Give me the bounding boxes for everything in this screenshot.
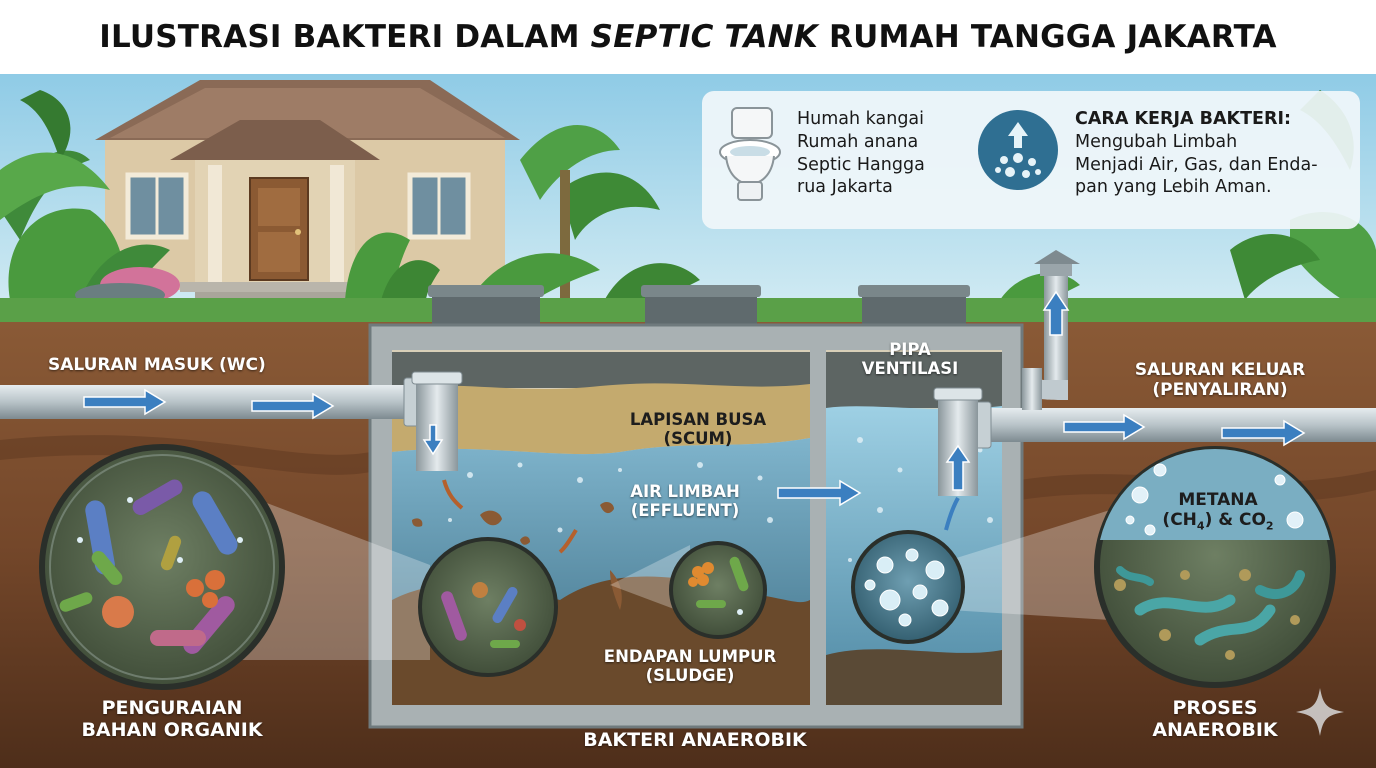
magnifier-sludge-bacteria <box>418 537 558 677</box>
outlet-pipe <box>933 387 1376 496</box>
house <box>95 80 520 300</box>
magnifier-gas-bubbles <box>851 530 965 644</box>
magnifier-decomposition <box>39 444 285 690</box>
title-bar: ILUSTRASI BAKTERI DALAM SEPTIC TANK RUMA… <box>0 0 1376 74</box>
inlet-pipe <box>0 371 463 471</box>
sludge-layer-2 <box>826 649 1002 705</box>
magnifier-effluent-bacteria <box>669 541 767 639</box>
label-sludge: ENDAPAN LUMPUR (SLUDGE) <box>603 647 777 686</box>
septic-tank-illustration <box>0 74 1376 768</box>
settling-arrows <box>442 479 960 554</box>
flow-arrows <box>83 290 1306 507</box>
info-right-text: CARA KERJA BAKTERI: Mengubah Limbah Menj… <box>1075 109 1318 198</box>
label-vent: PIPA VENTILASI <box>861 340 959 379</box>
sparkle-icon <box>1296 688 1344 736</box>
label-outlet: SALURAN KELUAR (PENYALIRAN) <box>1134 360 1306 401</box>
info-left-text: Humah kangai Rumah anana Septic Hangga r… <box>797 109 925 198</box>
vent-pipe <box>1022 250 1080 410</box>
organic-debris <box>412 502 622 610</box>
scum-layer <box>392 383 810 455</box>
label-scum: LAPISAN BUSA (SCUM) <box>629 410 767 449</box>
magnifier-methane <box>1094 446 1336 688</box>
page-title: ILUSTRASI BAKTERI DALAM SEPTIC TANK RUMA… <box>99 19 1277 55</box>
label-effluent: AIR LIMBAH (EFFLUENT) <box>630 482 740 521</box>
label-inlet: SALURAN MASUK (WC) <box>48 355 266 375</box>
label-anaerobic-bacteria: BAKTERI ANAEROBIK <box>583 729 807 751</box>
vegetation <box>0 90 1376 320</box>
label-anaerobic-process: PROSES ANAEROBIK <box>1152 697 1278 742</box>
bacteria-cycle-icon <box>978 110 1058 190</box>
bubbles <box>448 437 993 562</box>
label-methane: METANA (CH4) & CO2 <box>1162 490 1274 533</box>
toilet-icon <box>719 107 781 201</box>
label-decomposition: PENGURAIAN BAHAN ORGANIK <box>81 697 263 742</box>
